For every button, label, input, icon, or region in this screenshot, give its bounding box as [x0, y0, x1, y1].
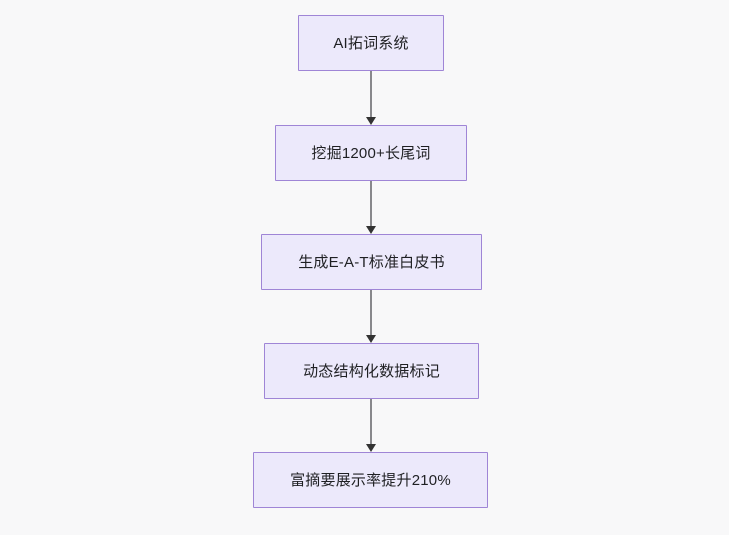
flow-node-ai-keyword-system[interactable]: AI拓词系统 — [298, 15, 444, 71]
flow-node-mine-longtail-keywords[interactable]: 挖掘1200+长尾词 — [275, 125, 467, 181]
flow-node-label: AI拓词系统 — [333, 34, 409, 52]
flow-node-rich-snippet-impression-lift[interactable]: 富摘要展示率提升210% — [253, 452, 488, 508]
flow-node-generate-eat-whitepaper[interactable]: 生成E-A-T标准白皮书 — [261, 234, 482, 290]
flow-node-dynamic-structured-data-markup[interactable]: 动态结构化数据标记 — [264, 343, 479, 399]
flow-node-label: 富摘要展示率提升210% — [290, 471, 451, 489]
arrow-head-icon — [366, 335, 376, 343]
edge-line — [370, 181, 372, 227]
edge-line — [370, 399, 372, 445]
edge-line — [370, 290, 372, 336]
flow-node-label: 生成E-A-T标准白皮书 — [298, 253, 445, 271]
flow-edge-2 — [360, 181, 382, 234]
edge-line — [370, 71, 372, 118]
flow-node-label: 动态结构化数据标记 — [303, 362, 440, 380]
arrow-head-icon — [366, 117, 376, 125]
flow-edge-3 — [360, 290, 382, 343]
flow-edge-1 — [360, 71, 382, 125]
flow-edge-4 — [360, 399, 382, 452]
arrow-head-icon — [366, 226, 376, 234]
arrow-head-icon — [366, 444, 376, 452]
flow-node-label: 挖掘1200+长尾词 — [311, 144, 431, 162]
